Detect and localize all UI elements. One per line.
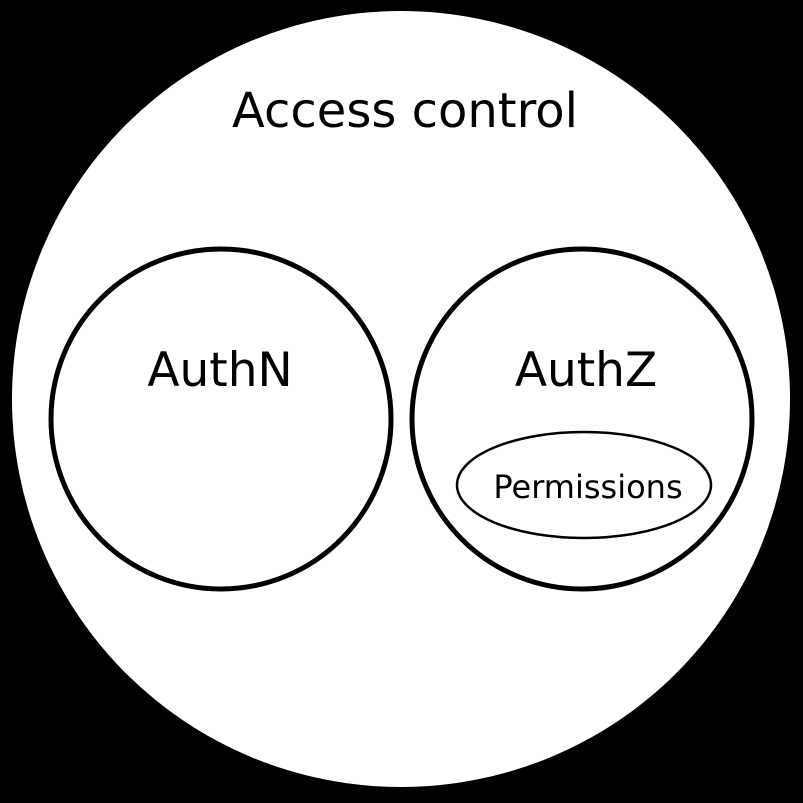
set-circle-authn — [48, 246, 394, 592]
set-label-authz: AuthZ — [515, 343, 657, 398]
outer-set-title: Access control — [232, 83, 578, 139]
subset-label-permissions: Permissions — [493, 468, 682, 506]
subset-ellipse-permissions — [455, 430, 713, 540]
set-label-authn: AuthN — [147, 343, 292, 398]
set-circle-authz — [409, 246, 755, 592]
outer-set-access-control — [12, 11, 790, 787]
